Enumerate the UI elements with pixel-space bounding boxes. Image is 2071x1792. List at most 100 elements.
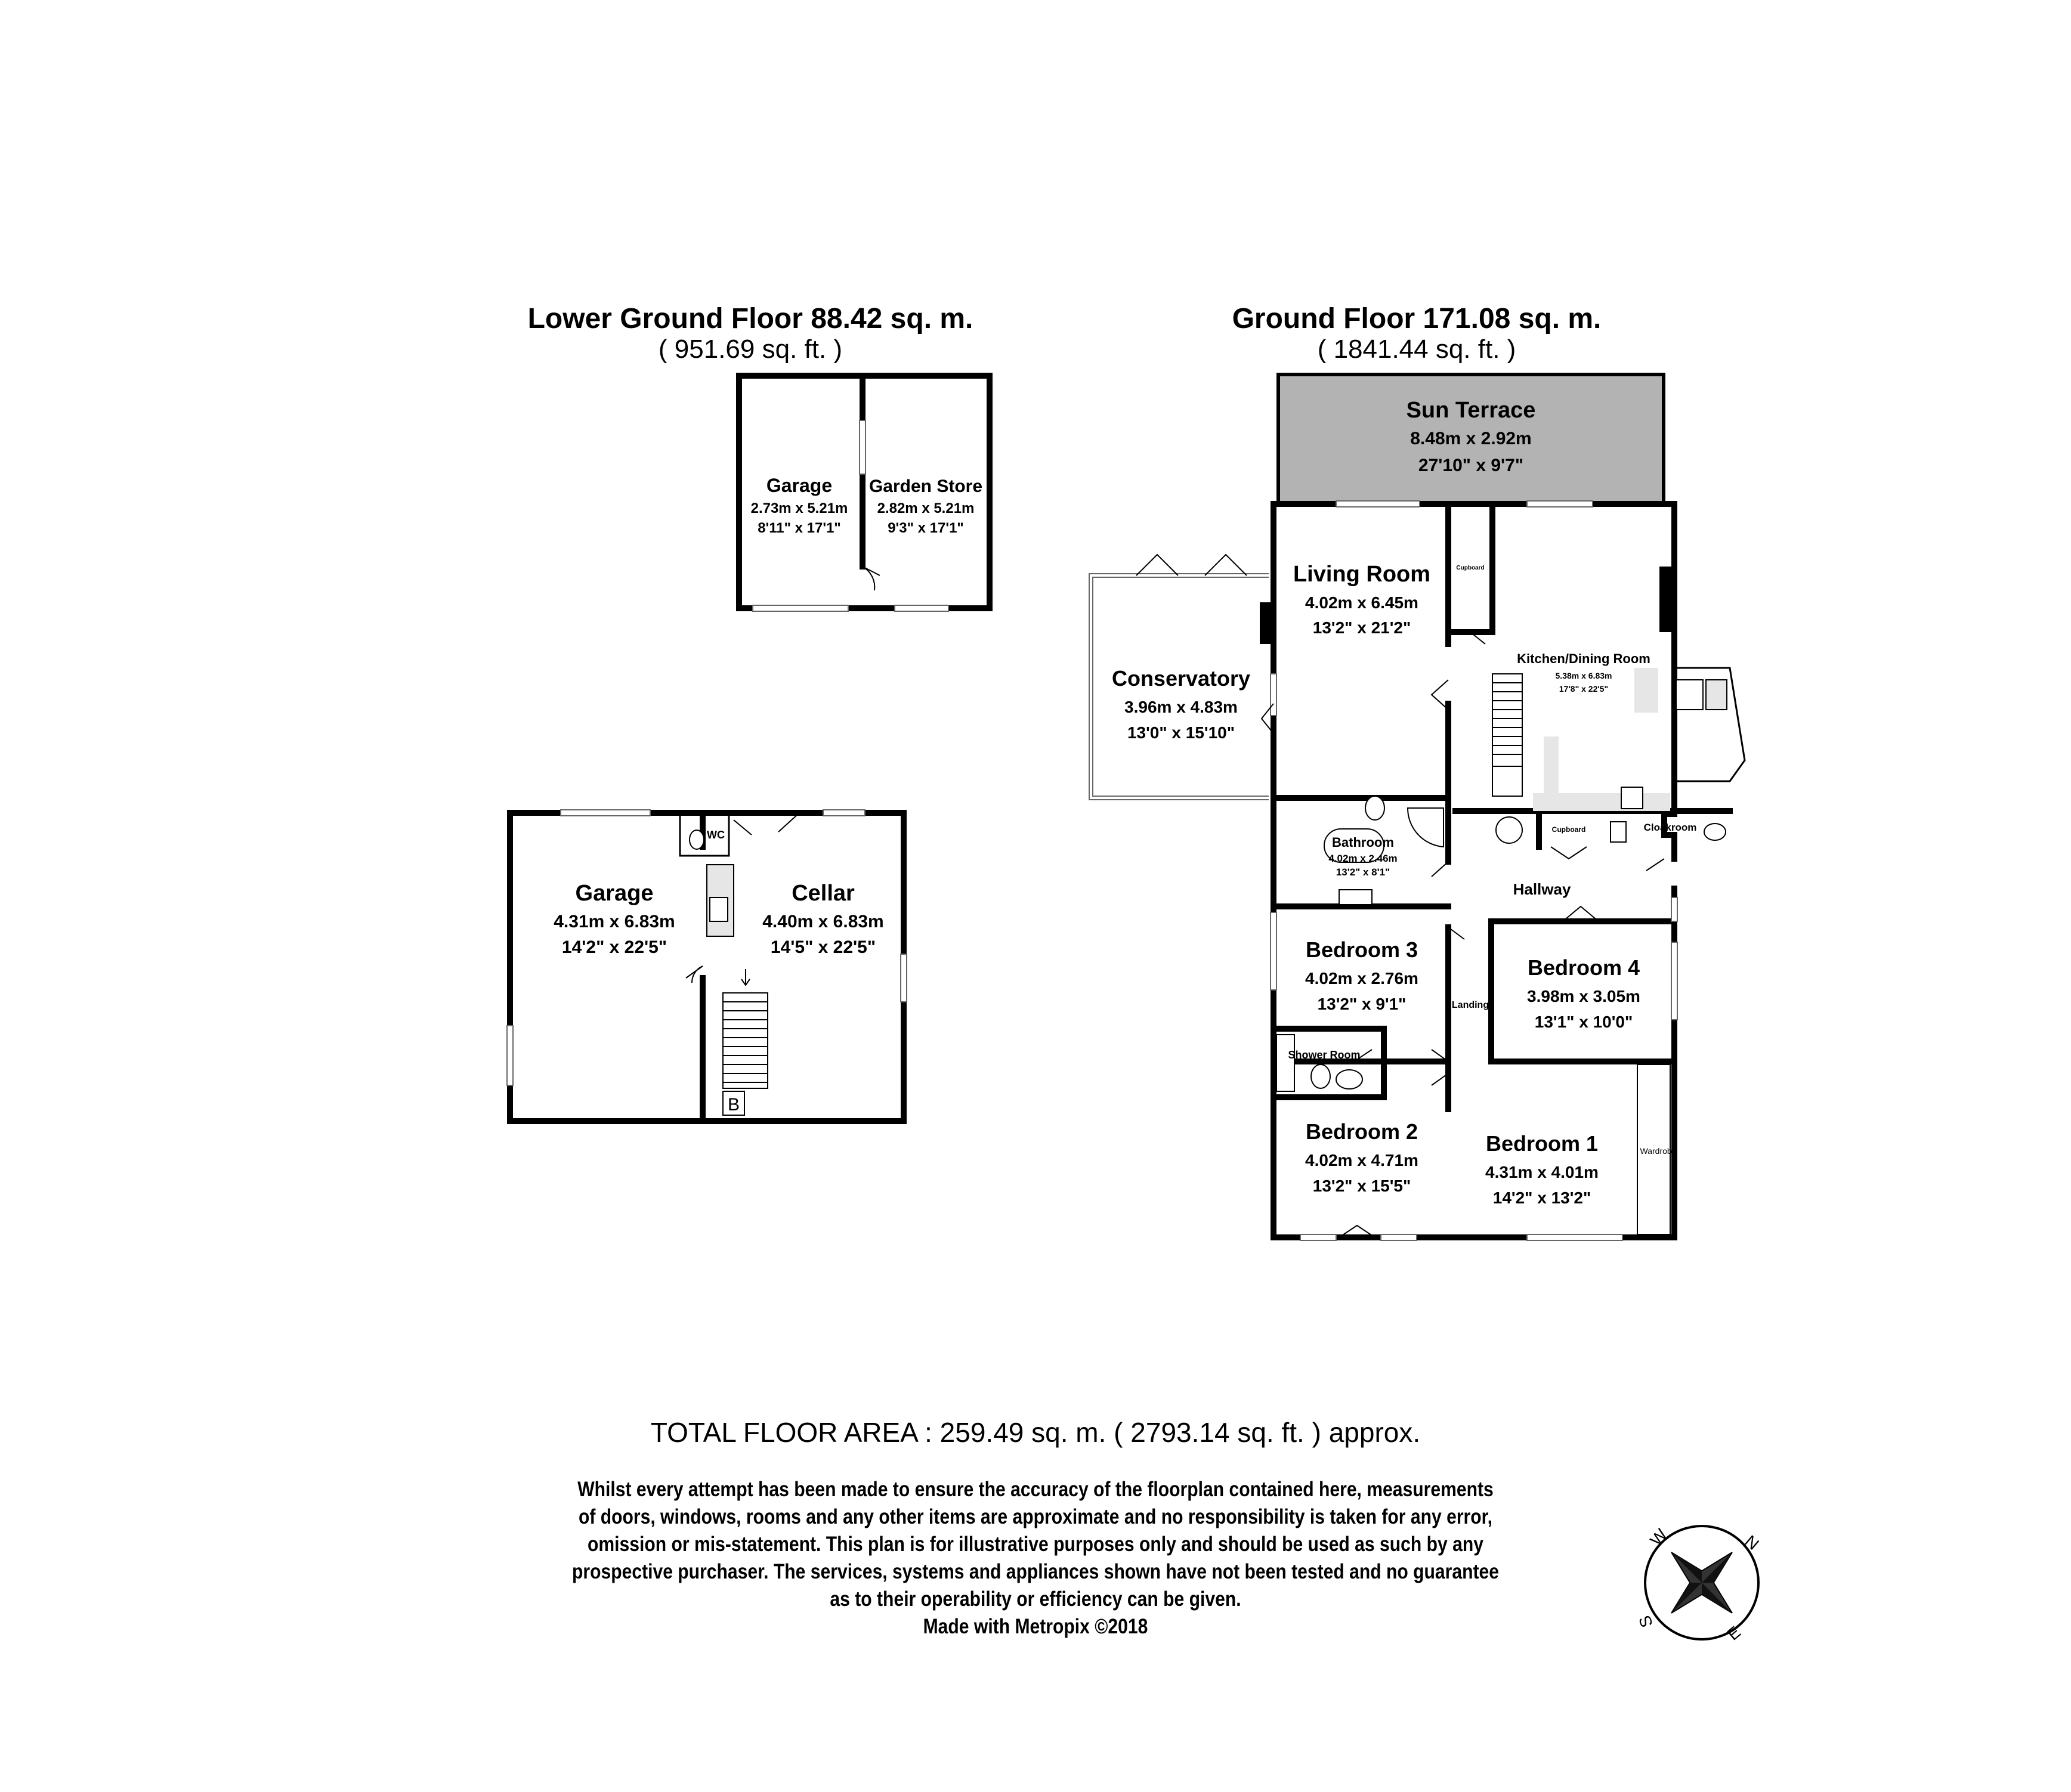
- room-metric: 2.73m x 5.21m: [751, 500, 848, 516]
- basin-icon: [1610, 821, 1627, 843]
- window: [1336, 500, 1420, 507]
- sink-icon: [1676, 679, 1704, 710]
- room-name: Cellar: [792, 881, 855, 906]
- disclaimer-line: of doors, windows, rooms and any other i…: [578, 1505, 1493, 1528]
- room-name: Kitchen/Dining Room: [1517, 651, 1650, 666]
- disclaimer-line: Made with Metropix ©2018: [923, 1615, 1148, 1638]
- room-imperial: 13'2" x 21'2": [1313, 618, 1411, 637]
- wc-room: [679, 812, 730, 857]
- room-imperial: 27'10" x 9'7": [1418, 456, 1523, 475]
- room-imperial: 13'2" x 15'5": [1313, 1177, 1411, 1195]
- shower-icon: [1407, 807, 1444, 848]
- toilet-icon: [689, 830, 704, 850]
- disclaimer: Whilst every attempt has been made to en…: [145, 1476, 1926, 1641]
- door-swings: [1353, 846, 1665, 1062]
- ground-floor-title: Ground Floor 171.08 sq. m.: [1232, 303, 1602, 335]
- window: [1380, 1234, 1417, 1241]
- store-window: [894, 605, 949, 612]
- wardrobe: [1637, 1064, 1671, 1235]
- lower-floor-title: Lower Ground Floor 88.42 sq. m.: [528, 303, 973, 335]
- compass-ring: [1644, 1525, 1760, 1641]
- room-name: Bedroom 4: [1528, 955, 1640, 980]
- room-metric: 4.40m x 6.83m: [762, 912, 883, 931]
- room-imperial: 13'2" x 9'1": [1318, 995, 1407, 1013]
- stairs-icon: [722, 969, 768, 1089]
- hob-icon: [1621, 787, 1643, 809]
- kitchen-counter: [1533, 793, 1670, 811]
- appliance-icon: [1705, 679, 1727, 710]
- room-metric: 4.31m x 4.01m: [1485, 1163, 1599, 1181]
- compass-star-icon: [1671, 1552, 1733, 1614]
- room-metric: 4.02m x 4.71m: [1305, 1151, 1418, 1169]
- basin-icon: [1336, 1069, 1363, 1090]
- room-name: Landing: [1452, 1000, 1489, 1010]
- room-metric: 5.38m x 6.83m: [1556, 671, 1612, 680]
- window: [1526, 500, 1593, 507]
- room-imperial: 14'2" x 22'5": [562, 937, 667, 957]
- ground-floor-subtitle: ( 1841.44 sq. ft. ): [1318, 335, 1516, 364]
- room-name: Cloakroom: [1644, 822, 1697, 833]
- lower-outbuilding: Garage 2.73m x 5.21m 8'11" x 17'1" Garde…: [736, 373, 993, 612]
- room-name: Conservatory: [1112, 666, 1250, 691]
- toilet-icon: [1310, 1064, 1331, 1089]
- room-metric: 8.48m x 2.92m: [1410, 429, 1531, 448]
- kitchen-bay: [1674, 667, 1746, 782]
- room-metric: 2.82m x 5.21m: [877, 500, 975, 516]
- room-name: Cupboard: [1456, 565, 1484, 571]
- toilet-icon: [1365, 796, 1385, 821]
- shower-icon: [1276, 1034, 1295, 1092]
- room-name: Shower Room: [1288, 1049, 1360, 1061]
- room-metric: 4.31m x 6.83m: [554, 912, 675, 931]
- kitchen-counter: [1544, 736, 1559, 793]
- room-metric: 4.02m x 2.76m: [1305, 969, 1418, 988]
- cellar-window-side: [900, 954, 907, 1002]
- room-imperial: 9'3" x 17'1": [888, 520, 964, 536]
- door-swings: [1431, 861, 1599, 1086]
- basin-icon: [1339, 889, 1373, 905]
- room-imperial: 13'1" x 10'0": [1535, 1013, 1633, 1031]
- toilet-icon: [1704, 823, 1726, 841]
- boiler-label: B: [728, 1095, 740, 1115]
- window: [1270, 912, 1277, 991]
- fireplace-icon: [1260, 602, 1271, 644]
- sun-terrace: [1276, 373, 1665, 506]
- lower-block-walls: [507, 810, 907, 1124]
- conservatory-glazing: [1089, 553, 1269, 800]
- window: [1526, 1234, 1623, 1241]
- room-name: Sun Terrace: [1407, 398, 1536, 423]
- room-imperial: 13'2" x 8'1": [1336, 866, 1390, 878]
- total-floor-area: TOTAL FLOOR AREA : 259.49 sq. m. ( 2793.…: [650, 1417, 1421, 1448]
- room-metric: 4.02m x 2.46m: [1328, 853, 1397, 864]
- room-name: WC: [707, 829, 725, 841]
- room-metric: 3.96m x 4.83m: [1124, 698, 1238, 716]
- room-name: Bedroom 1: [1486, 1131, 1598, 1156]
- boiler-icon: [1495, 816, 1523, 844]
- room-imperial: 13'0" x 15'10": [1127, 723, 1235, 742]
- garage-door-lower: [560, 809, 651, 816]
- garage-window-side: [506, 1025, 514, 1086]
- disclaimer-line: Whilst every attempt has been made to en…: [577, 1478, 1494, 1501]
- bath-icon: [1324, 828, 1384, 863]
- window: [1270, 673, 1277, 716]
- door-swings: [1260, 632, 1486, 1238]
- wardrobe-label: Wardrobe: [1640, 1146, 1677, 1156]
- room-metric: 4.02m x 6.45m: [1305, 593, 1418, 612]
- room-name: Bedroom 2: [1306, 1119, 1418, 1144]
- ground-floor: Sun Terrace 8.48m x 2.92m 27'10" x 9'7" …: [1089, 373, 1746, 1241]
- room-name: Garage: [766, 475, 832, 496]
- cellar-window-top: [823, 809, 866, 816]
- room-name: Bedroom 3: [1306, 937, 1418, 962]
- lower-floor-subtitle: ( 951.69 sq. ft. ): [659, 335, 842, 364]
- room-name: Cupboard: [1552, 825, 1586, 834]
- room-name: Bathroom: [1332, 835, 1394, 850]
- boiler-box: [722, 1091, 745, 1116]
- kitchen-counter: [1634, 668, 1658, 713]
- room-imperial: 17'8" x 22'5": [1559, 684, 1608, 694]
- window: [1671, 897, 1678, 922]
- stairs-icon: [1492, 673, 1523, 797]
- room-imperial: 8'11" x 17'1": [758, 520, 841, 536]
- room-imperial: 14'2" x 13'2": [1493, 1189, 1591, 1207]
- garage-door: [752, 605, 849, 612]
- room-name: Garage: [576, 881, 654, 906]
- room-metric: 3.98m x 3.05m: [1527, 987, 1640, 1005]
